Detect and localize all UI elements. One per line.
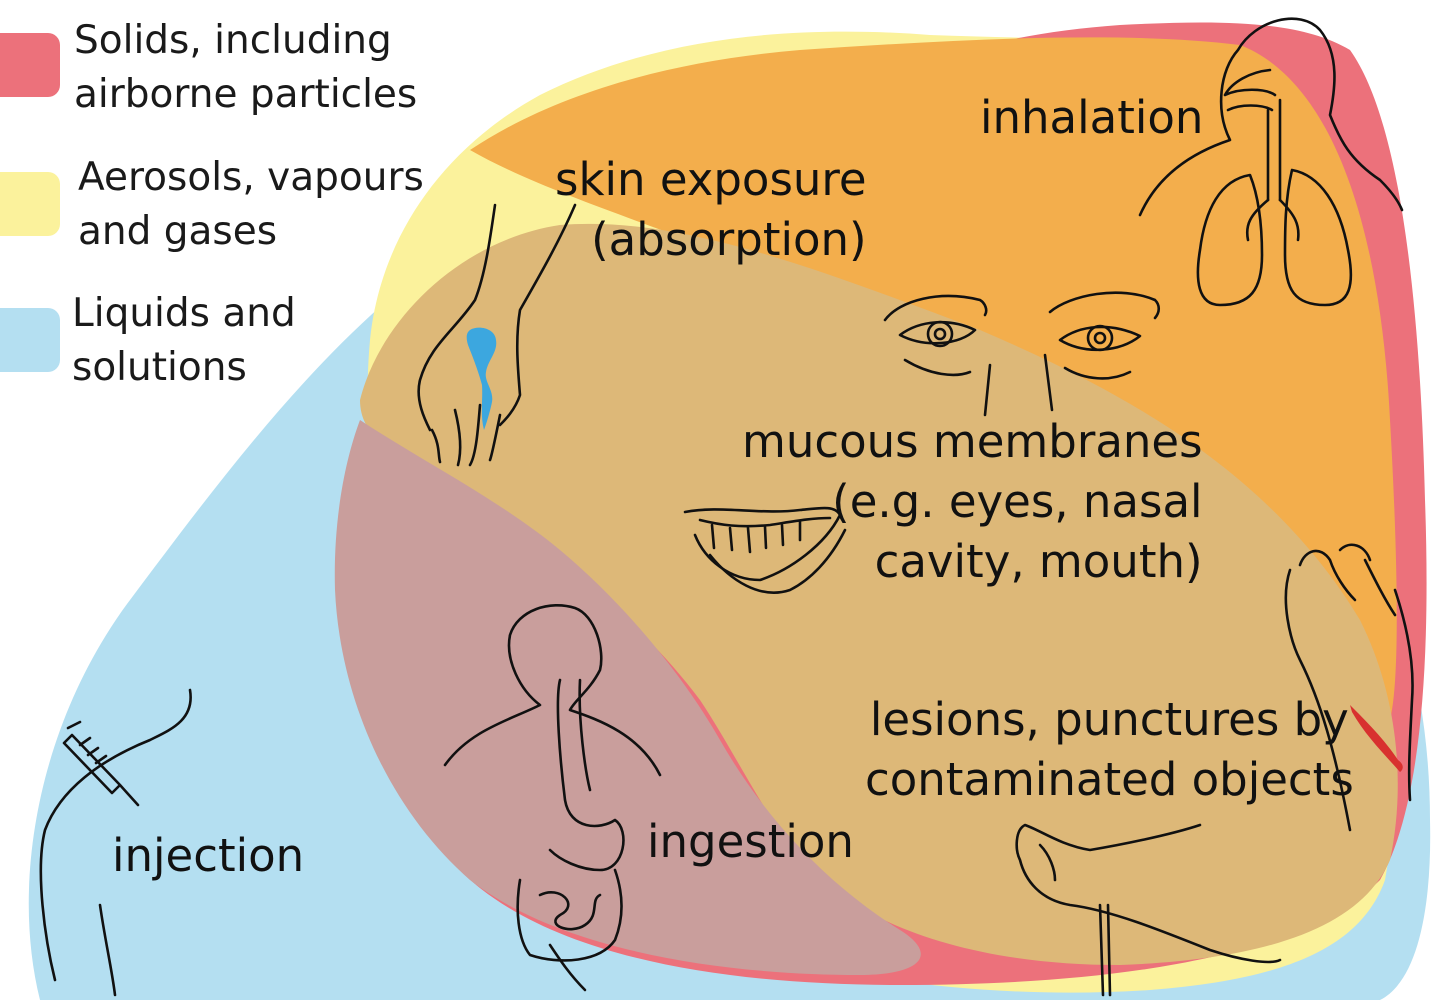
label-ingestion: ingestion bbox=[647, 812, 854, 872]
legend-swatch-solids bbox=[0, 33, 60, 97]
legend-label-solids: Solids, including airborne particles bbox=[74, 14, 417, 122]
legend-label-liquids: Liquids and solutions bbox=[72, 287, 296, 395]
legend-swatch-aerosols bbox=[0, 172, 60, 236]
label-inhalation: inhalation bbox=[980, 88, 1203, 148]
label-lesions: lesions, punctures by contaminated objec… bbox=[865, 690, 1354, 810]
label-injection: injection bbox=[112, 826, 304, 886]
label-mucous-membranes: mucous membranes (e.g. eyes, nasal cavit… bbox=[742, 412, 1203, 592]
legend-swatch-liquids bbox=[0, 308, 60, 372]
legend-label-aerosols: Aerosols, vapours and gases bbox=[78, 151, 424, 259]
label-skin-exposure: skin exposure (absorption) bbox=[555, 150, 867, 270]
